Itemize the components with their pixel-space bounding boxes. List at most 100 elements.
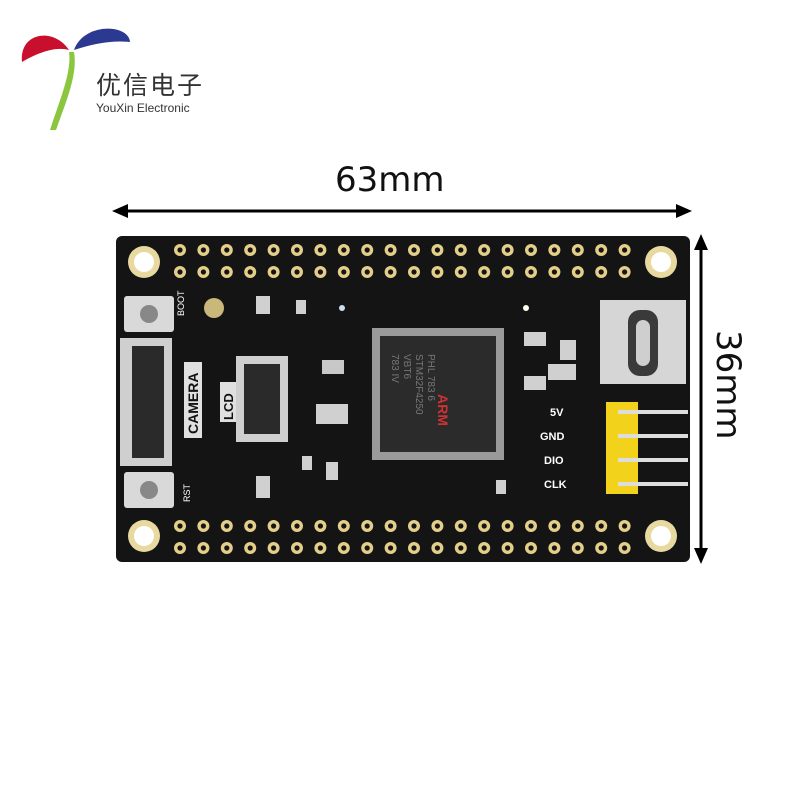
usb-c-port <box>600 300 686 384</box>
pin-hole <box>411 545 417 551</box>
swd-pin-gnd: GND <box>540 431 565 443</box>
pin-hole <box>505 247 511 253</box>
lcd-label: LCD <box>221 393 236 420</box>
mounting-holes <box>128 246 677 552</box>
pin-hole <box>411 523 417 529</box>
pin-hole <box>434 545 440 551</box>
youxin-logo-icon <box>21 28 130 130</box>
boot-button <box>124 296 174 332</box>
pin-hole <box>364 523 370 529</box>
pin-hole <box>551 247 557 253</box>
pin-hole <box>317 523 323 529</box>
pin-hole <box>528 545 534 551</box>
pin-hole <box>505 523 511 529</box>
pin-hole <box>224 523 230 529</box>
pin-hole <box>271 269 277 275</box>
pin-hole <box>224 545 230 551</box>
pin-hole <box>622 269 628 275</box>
pin-hole <box>317 545 323 551</box>
pin-hole <box>200 523 206 529</box>
pin-hole <box>388 269 394 275</box>
pin-hole <box>388 247 394 253</box>
pin-hole <box>177 545 183 551</box>
pin-hole <box>434 247 440 253</box>
pin-hole <box>598 269 604 275</box>
pin-hole <box>622 523 628 529</box>
brand-name-en: YouXin Electronic <box>96 101 190 115</box>
pin-hole <box>458 523 464 529</box>
pin-hole <box>177 269 183 275</box>
camera-label: CAMERA <box>185 373 201 434</box>
pin-hole <box>551 545 557 551</box>
width-dimension-label: 63mm <box>335 160 445 200</box>
chip-marking-4: PHL 783 6 <box>425 354 436 401</box>
chip-marking-1: STM32F4250 <box>413 354 424 415</box>
pin-hole <box>294 545 300 551</box>
pin-hole <box>341 269 347 275</box>
pin-hole <box>598 545 604 551</box>
height-dimension-label: 36mm <box>708 330 748 440</box>
pin-hole <box>458 545 464 551</box>
width-dimension-arrow <box>112 204 692 218</box>
pin-hole <box>411 269 417 275</box>
pin-hole <box>505 269 511 275</box>
rst-label: RST <box>182 483 192 502</box>
pin-hole <box>364 269 370 275</box>
pin-hole <box>364 247 370 253</box>
pin-hole <box>458 247 464 253</box>
camera-connector <box>120 338 172 466</box>
pin-hole <box>247 523 253 529</box>
pin-hole <box>341 545 347 551</box>
pin-hole <box>575 523 581 529</box>
pin-hole <box>598 247 604 253</box>
lcd-connector <box>236 356 288 442</box>
pin-hole <box>317 247 323 253</box>
pin-hole <box>528 247 534 253</box>
swd-pin-dio: DIO <box>544 455 564 467</box>
pin-hole <box>294 247 300 253</box>
pin-hole <box>622 247 628 253</box>
pin-hole <box>575 269 581 275</box>
pin-hole <box>271 247 277 253</box>
pin-hole <box>528 269 534 275</box>
pin-hole <box>481 247 487 253</box>
swd-pin-5v: 5V <box>550 407 564 419</box>
boot-label: BOOT <box>176 290 186 316</box>
pin-hole <box>247 545 253 551</box>
pcb-board: BOOT RST CAMERA LCD STM32F4250 VBT6 783 … <box>116 236 690 562</box>
pin-hole <box>247 247 253 253</box>
arm-label: ARM <box>435 394 451 426</box>
pin-hole <box>551 523 557 529</box>
pin-hole <box>388 545 394 551</box>
height-dimension-arrow <box>694 234 708 564</box>
pin-hole <box>388 523 394 529</box>
pin-hole <box>271 523 277 529</box>
pin-hole <box>481 523 487 529</box>
brand-name-cn: 优信电子 <box>96 71 205 100</box>
bottom-pin-rows <box>174 520 631 554</box>
pin-hole <box>200 269 206 275</box>
pin-hole <box>411 247 417 253</box>
pin-hole <box>177 523 183 529</box>
pin-hole <box>364 545 370 551</box>
pin-hole <box>200 545 206 551</box>
pin-hole <box>224 269 230 275</box>
pin-hole <box>177 247 183 253</box>
swd-pin-clk: CLK <box>544 479 567 491</box>
pin-hole <box>341 247 347 253</box>
pin-hole <box>598 523 604 529</box>
pin-hole <box>481 545 487 551</box>
chip-marking-2: VBT6 <box>401 354 412 379</box>
pin-hole <box>481 269 487 275</box>
pin-hole <box>434 523 440 529</box>
rst-button <box>124 472 174 508</box>
pin-hole <box>317 269 323 275</box>
top-pin-rows <box>174 244 631 278</box>
pin-hole <box>551 269 557 275</box>
pin-hole <box>341 523 347 529</box>
pin-hole <box>294 269 300 275</box>
pin-hole <box>247 269 253 275</box>
pin-hole <box>458 269 464 275</box>
pin-hole <box>505 545 511 551</box>
pin-hole <box>434 269 440 275</box>
